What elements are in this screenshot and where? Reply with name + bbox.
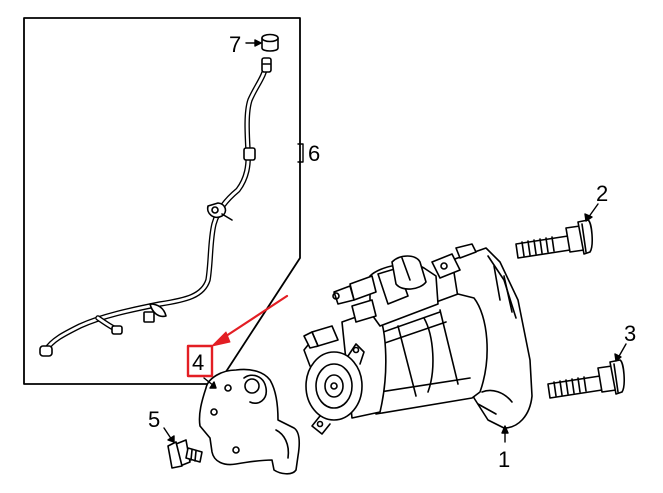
cap-part-7 — [261, 33, 279, 52]
bolt-part-3 — [547, 359, 625, 399]
callout-4: 4 — [192, 350, 204, 375]
highlight-marker — [186, 294, 289, 378]
harness-inset-panel — [23, 17, 301, 385]
callout-3: 3 — [624, 321, 636, 346]
callout-7: 7 — [229, 32, 241, 57]
callout-1: 1 — [498, 447, 510, 472]
bolt-part-2 — [515, 219, 593, 259]
callout-labels: 7 6 2 3 4 5 1 — [148, 32, 636, 472]
leader-lines — [163, 39, 627, 443]
callout-2: 2 — [596, 181, 608, 206]
callout-5: 5 — [148, 407, 160, 432]
cable-harness — [39, 57, 272, 357]
bolt-part-5 — [167, 439, 203, 469]
callout-6: 6 — [308, 141, 320, 166]
starter-motor-part-1 — [303, 243, 533, 435]
bracket-part-4 — [198, 368, 300, 475]
